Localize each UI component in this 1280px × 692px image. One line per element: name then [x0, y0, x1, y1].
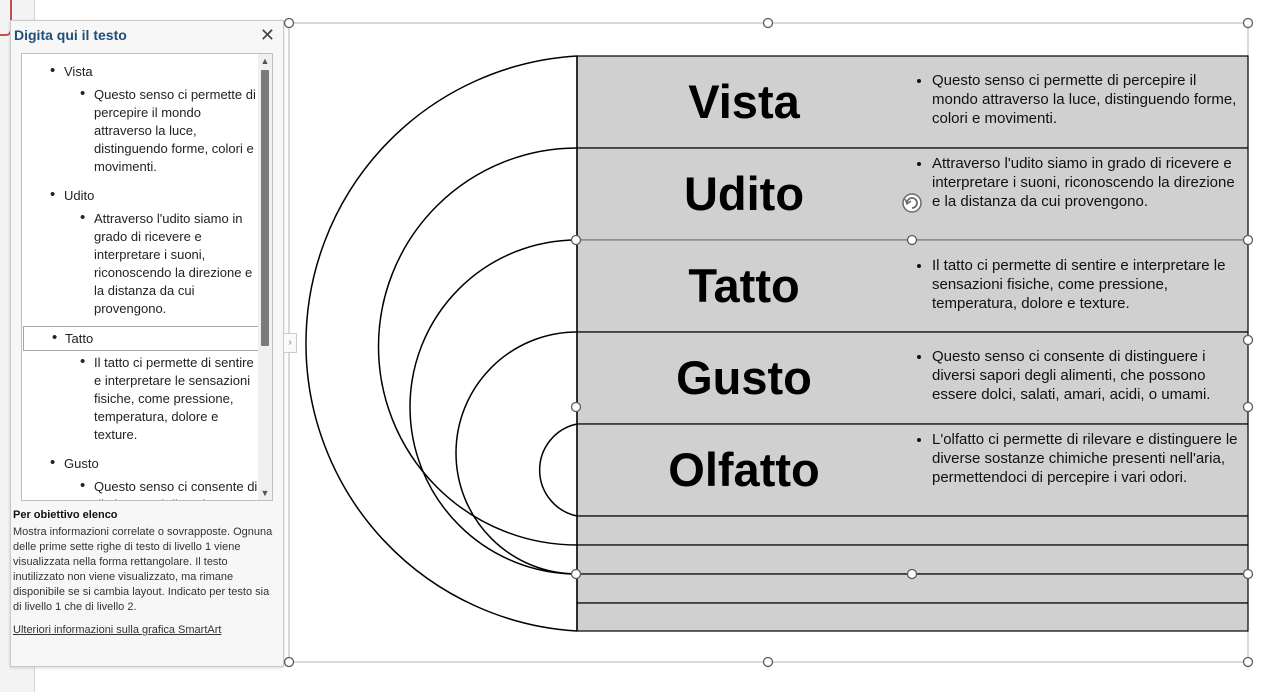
row-label-gusto: Gusto: [676, 351, 812, 404]
shape-handle-bottom[interactable]: [906, 568, 918, 580]
row-label-udito: Udito: [684, 167, 804, 220]
row-shape-olfatto[interactable]: [576, 423, 1249, 517]
list-item-level2[interactable]: Questo senso ci permette di percepire il…: [22, 83, 272, 184]
pane-text-list[interactable]: Vista Questo senso ci permette di percep…: [21, 53, 273, 501]
row-shape-tatto[interactable]: [576, 239, 1249, 333]
layout-info-title: Per obiettivo elenco: [13, 509, 118, 521]
arc-2[interactable]: [377, 147, 578, 546]
shape-handle-bottom-right[interactable]: [1242, 568, 1254, 580]
pane-expander-icon[interactable]: ›: [283, 333, 297, 353]
list-item-level2[interactable]: Attraverso l'udito siamo in grado di ric…: [22, 207, 272, 326]
shape-handle-left[interactable]: [570, 401, 582, 413]
scroll-down-icon[interactable]: ▼: [260, 488, 270, 498]
row-desc-tatto: Il tatto ci permette di sentire e interp…: [915, 256, 1245, 313]
pane-title: Digita qui il testo: [14, 27, 127, 43]
list-item-level1[interactable]: Vista: [22, 60, 272, 83]
row-shape-empty-4[interactable]: [576, 602, 1249, 632]
scroll-thumb[interactable]: [261, 70, 269, 346]
resize-handle-bottom[interactable]: [762, 656, 774, 668]
shape-handle-top[interactable]: [906, 234, 918, 246]
row-desc-vista: Questo senso ci permette di percepire il…: [915, 71, 1245, 128]
resize-handle-top-left[interactable]: [283, 17, 295, 29]
row-desc-udito: Attraverso l'udito siamo in grado di ric…: [915, 154, 1245, 211]
layout-info-text: Mostra informazioni correlate o sovrappo…: [13, 526, 273, 613]
row-desc-gusto: Questo senso ci consente di distinguere …: [915, 347, 1245, 404]
shape-handle-right[interactable]: [1242, 401, 1254, 413]
shape-handle-top-left[interactable]: [570, 234, 582, 246]
shape-handle-top-right[interactable]: [1242, 234, 1254, 246]
row-desc-olfatto-bullet: L'olfatto ci permette di rilevare e dist…: [932, 430, 1245, 487]
row-shape-gusto[interactable]: [576, 331, 1249, 425]
frame-handles[interactable]: [283, 17, 1254, 668]
row-desc-olfatto: L'olfatto ci permette di rilevare e dist…: [915, 430, 1245, 487]
smartart-info-link[interactable]: Ulteriori informazioni sulla grafica Sma…: [13, 624, 222, 636]
pane-scrollbar[interactable]: ▲ ▼: [258, 54, 272, 500]
row-label-vista: Vista: [688, 75, 800, 128]
row-desc-vista-bullet: Questo senso ci permette di percepire il…: [932, 71, 1245, 128]
resize-handle-top-right[interactable]: [1242, 17, 1254, 29]
arc-4[interactable]: [455, 331, 578, 575]
shape-handle-bottom-left[interactable]: [570, 568, 582, 580]
resize-handle-top[interactable]: [762, 17, 774, 29]
row-label-tatto: Tatto: [688, 259, 799, 312]
resize-handle-bottom-left[interactable]: [283, 656, 295, 668]
shape-handle-right-upper[interactable]: [1242, 334, 1254, 346]
list-item-level1[interactable]: Udito: [22, 184, 272, 207]
row-desc-gusto-bullet: Questo senso ci consente di distinguere …: [932, 347, 1245, 404]
rotate-handle-icon[interactable]: [902, 193, 922, 213]
arc-3[interactable]: [409, 239, 578, 575]
row-label-olfatto: Olfatto: [668, 443, 819, 496]
list-item-level1-selected[interactable]: Tatto: [23, 326, 260, 351]
close-icon[interactable]: ✕: [259, 25, 275, 45]
resize-handle-bottom-right[interactable]: [1242, 656, 1254, 668]
row-desc-udito-bullet: Attraverso l'udito siamo in grado di ric…: [932, 154, 1245, 211]
row-shape-empty-1[interactable]: [576, 515, 1249, 546]
smartart-text-pane: Digita qui il testo ✕ Vista Questo senso…: [10, 20, 284, 667]
row-desc-tatto-bullet: Il tatto ci permette di sentire e interp…: [932, 256, 1245, 313]
arc-1[interactable]: [305, 55, 578, 632]
row-shape-vista[interactable]: [576, 55, 1249, 149]
layout-info: Per obiettivo elenco Mostra informazioni…: [13, 508, 275, 638]
list-item-level2[interactable]: Il tatto ci permette di sentire e interp…: [22, 351, 272, 452]
list-item-level1[interactable]: Gusto: [22, 452, 272, 475]
arc-5[interactable]: [538, 423, 578, 517]
app-accent-tab: [0, 0, 12, 36]
scroll-up-icon[interactable]: ▲: [260, 56, 270, 66]
list-item-level2[interactable]: Questo senso ci consente di distinguere …: [22, 475, 272, 500]
